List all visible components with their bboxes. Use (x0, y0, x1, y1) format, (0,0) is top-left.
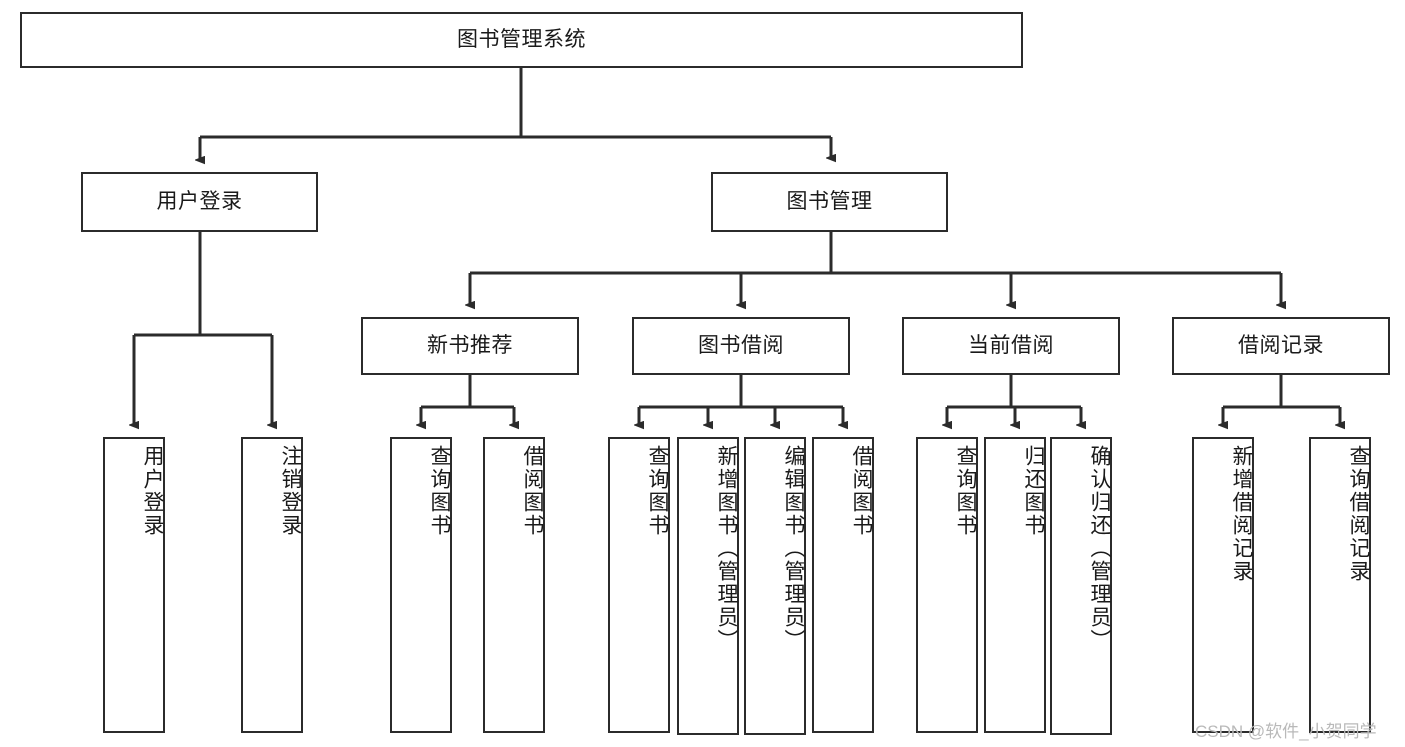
node-user-login-label: 用户登录 (156, 189, 243, 213)
node-current-borrow[interactable]: 当前借阅 (902, 317, 1120, 375)
node-borrow-record-label: 借阅记录 (1238, 333, 1324, 357)
node-new-book-recommend-label: 新书推荐 (427, 333, 513, 357)
node-leaf-query-book-3[interactable]: 查询图书 (916, 437, 978, 733)
node-root-system[interactable]: 图书管理系统 (20, 12, 1023, 68)
node-leaf-label: 借阅图书 (521, 445, 544, 537)
node-leaf-label: 查询图书 (646, 445, 669, 537)
node-leaf-label: 注销登录 (279, 445, 302, 537)
node-leaf-add-borrow-record[interactable]: 新增借阅记录 (1192, 437, 1254, 733)
node-leaf-label: 新增借阅记录 (1230, 445, 1253, 583)
node-book-borrow[interactable]: 图书借阅 (632, 317, 850, 375)
node-leaf-label: 编辑图书（管理员） (782, 445, 805, 652)
csdn-watermark: CSDN @软件_小贺同学 (1195, 722, 1377, 741)
node-leaf-query-book-1[interactable]: 查询图书 (390, 437, 452, 733)
node-current-borrow-label: 当前借阅 (968, 333, 1054, 357)
node-user-login[interactable]: 用户登录 (81, 172, 318, 232)
node-leaf-confirm-return[interactable]: 确认归还（管理员） (1050, 437, 1112, 735)
node-leaf-borrow-book-2[interactable]: 借阅图书 (812, 437, 874, 733)
node-new-book-recommend[interactable]: 新书推荐 (361, 317, 579, 375)
node-book-manage[interactable]: 图书管理 (711, 172, 948, 232)
node-leaf-borrow-book-1[interactable]: 借阅图书 (483, 437, 545, 733)
node-leaf-label: 归还图书 (1022, 445, 1045, 537)
node-leaf-query-borrow-record[interactable]: 查询借阅记录 (1309, 437, 1371, 733)
node-leaf-user-login[interactable]: 用户登录 (103, 437, 165, 733)
node-book-manage-label: 图书管理 (786, 189, 873, 213)
node-leaf-label: 查询图书 (428, 445, 451, 537)
node-borrow-record[interactable]: 借阅记录 (1172, 317, 1390, 375)
node-leaf-label: 借阅图书 (850, 445, 873, 537)
node-leaf-query-book-2[interactable]: 查询图书 (608, 437, 670, 733)
node-leaf-label: 查询借阅记录 (1347, 445, 1370, 583)
node-leaf-edit-book[interactable]: 编辑图书（管理员） (744, 437, 806, 735)
node-leaf-return-book[interactable]: 归还图书 (984, 437, 1046, 733)
node-leaf-label: 新增图书（管理员） (715, 445, 738, 652)
node-root-label: 图书管理系统 (457, 27, 586, 51)
node-leaf-add-book[interactable]: 新增图书（管理员） (677, 437, 739, 735)
node-leaf-label: 确认归还（管理员） (1088, 445, 1111, 652)
node-leaf-user-logout[interactable]: 注销登录 (241, 437, 303, 733)
node-leaf-label: 用户登录 (141, 445, 164, 537)
node-leaf-label: 查询图书 (954, 445, 977, 537)
node-book-borrow-label: 图书借阅 (698, 333, 784, 357)
